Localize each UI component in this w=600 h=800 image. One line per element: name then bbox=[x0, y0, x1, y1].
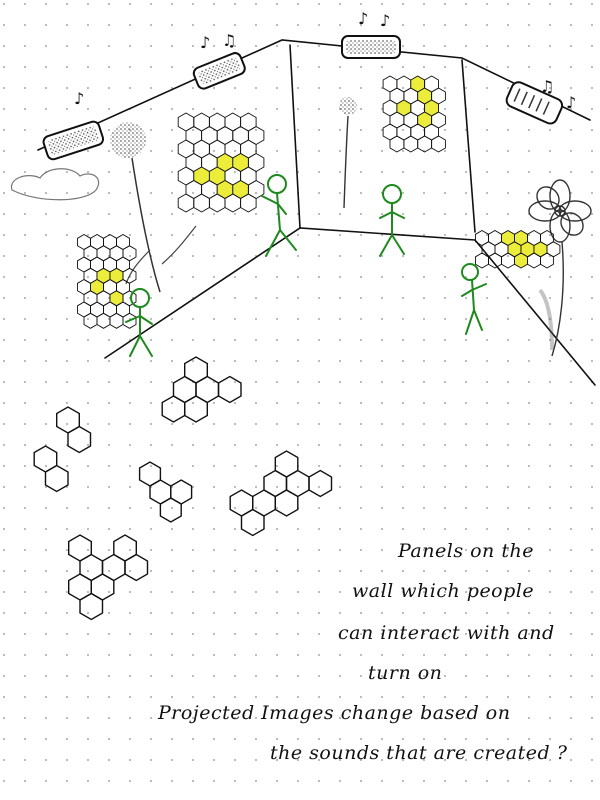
speaker-icon bbox=[341, 35, 401, 59]
hexagon-panel-icon bbox=[138, 461, 193, 523]
hexagon-cell bbox=[274, 489, 299, 517]
svg-text:♪: ♪ bbox=[358, 9, 368, 28]
music-note-icon: ♪ ♪ ♫ ♪ ♪ ♫ ♪ bbox=[74, 9, 576, 112]
note-line-3: can interact with and bbox=[338, 622, 555, 644]
hexagon-cell bbox=[514, 252, 528, 269]
note-line-1: Panels on the bbox=[398, 540, 534, 562]
hexagon-cell bbox=[124, 553, 149, 582]
person-icon bbox=[461, 263, 487, 335]
note-line-2: wall which people bbox=[352, 580, 535, 602]
flower-icon bbox=[528, 179, 592, 357]
hexagon-cell bbox=[540, 252, 554, 269]
svg-text:♫: ♫ bbox=[222, 31, 236, 50]
hexagon-panel-icon bbox=[67, 534, 149, 621]
hexagon-cell bbox=[431, 135, 446, 153]
svg-text:♪: ♪ bbox=[380, 11, 390, 30]
hexagon-cell bbox=[183, 395, 209, 423]
hexagon-cell bbox=[308, 469, 333, 498]
hexagon-panel-icon bbox=[382, 75, 446, 153]
hexagon-panel-icon bbox=[475, 229, 561, 269]
flower-icon bbox=[110, 122, 197, 293]
hexagon-panel-icon bbox=[77, 233, 137, 329]
hexagon-cell bbox=[159, 497, 182, 523]
svg-text:♪: ♪ bbox=[200, 33, 210, 52]
speaker-icon bbox=[505, 81, 564, 125]
note-line-6: the sounds that are created ? bbox=[270, 742, 568, 764]
hexagon-cell bbox=[122, 312, 137, 329]
svg-text:♪: ♪ bbox=[566, 93, 576, 112]
hexagon-panel-icon bbox=[229, 450, 333, 537]
cloud-doodle bbox=[10, 168, 100, 201]
hexagon-panel-icon bbox=[161, 356, 242, 423]
flower-icon bbox=[339, 97, 357, 209]
note-line-4: turn on bbox=[368, 662, 443, 684]
speaker-icon bbox=[192, 52, 246, 90]
hexagon-panel-icon bbox=[33, 406, 92, 493]
hexagon-cell bbox=[240, 193, 257, 213]
hexagon-cell bbox=[240, 508, 265, 537]
hexagon-cell bbox=[217, 375, 242, 404]
svg-text:♪: ♪ bbox=[74, 89, 84, 108]
person-icon bbox=[379, 184, 405, 257]
hexagon-cell bbox=[67, 425, 92, 454]
hexagon-cell bbox=[79, 592, 104, 621]
note-line-5: Projected Images change based on bbox=[158, 702, 511, 724]
person-icon bbox=[261, 174, 297, 257]
hexagon-panel-icon bbox=[177, 112, 265, 213]
svg-text:♫: ♫ bbox=[540, 77, 554, 96]
person-icon bbox=[125, 288, 153, 357]
speaker-icon bbox=[42, 120, 105, 161]
hexagon-cell bbox=[44, 464, 69, 493]
